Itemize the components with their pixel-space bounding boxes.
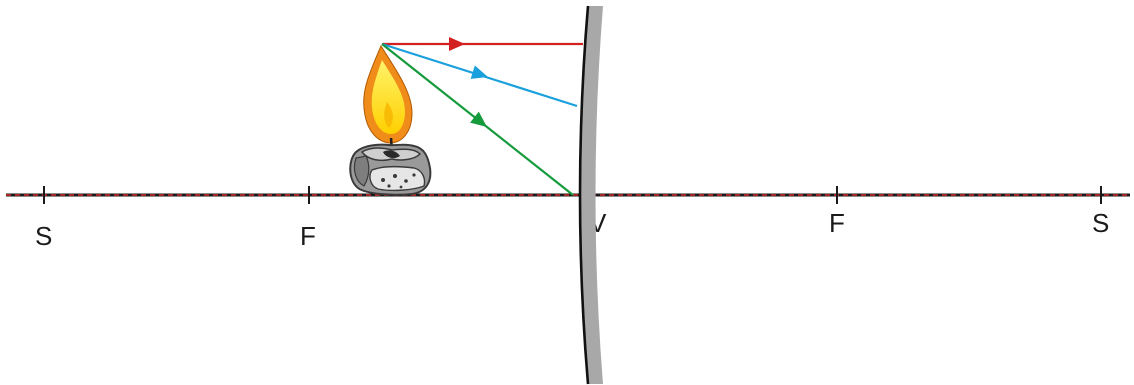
label-s-left: S	[35, 221, 52, 251]
mirror-reflecting-surface	[578, 5, 590, 385]
arrowhead-vertex	[470, 111, 487, 127]
ray-arrowheads	[449, 37, 488, 127]
flame-inner	[371, 60, 405, 134]
flame-core	[384, 102, 393, 128]
candle-front-panel	[369, 165, 426, 192]
arrowhead-parallel	[449, 37, 465, 51]
candle-notch	[383, 150, 400, 159]
candle-flame-icon	[349, 44, 432, 196]
arrowhead-focus	[470, 65, 488, 79]
label-f-left: F	[300, 221, 316, 251]
candle-spots	[381, 173, 416, 189]
mirror-back-shading	[580, 6, 603, 384]
candle-drip-left	[353, 155, 370, 187]
label-f-right: F	[829, 208, 845, 238]
label-s-right: S	[1092, 208, 1109, 238]
axis-ticks	[43, 186, 1102, 204]
convex-mirror	[578, 5, 603, 385]
